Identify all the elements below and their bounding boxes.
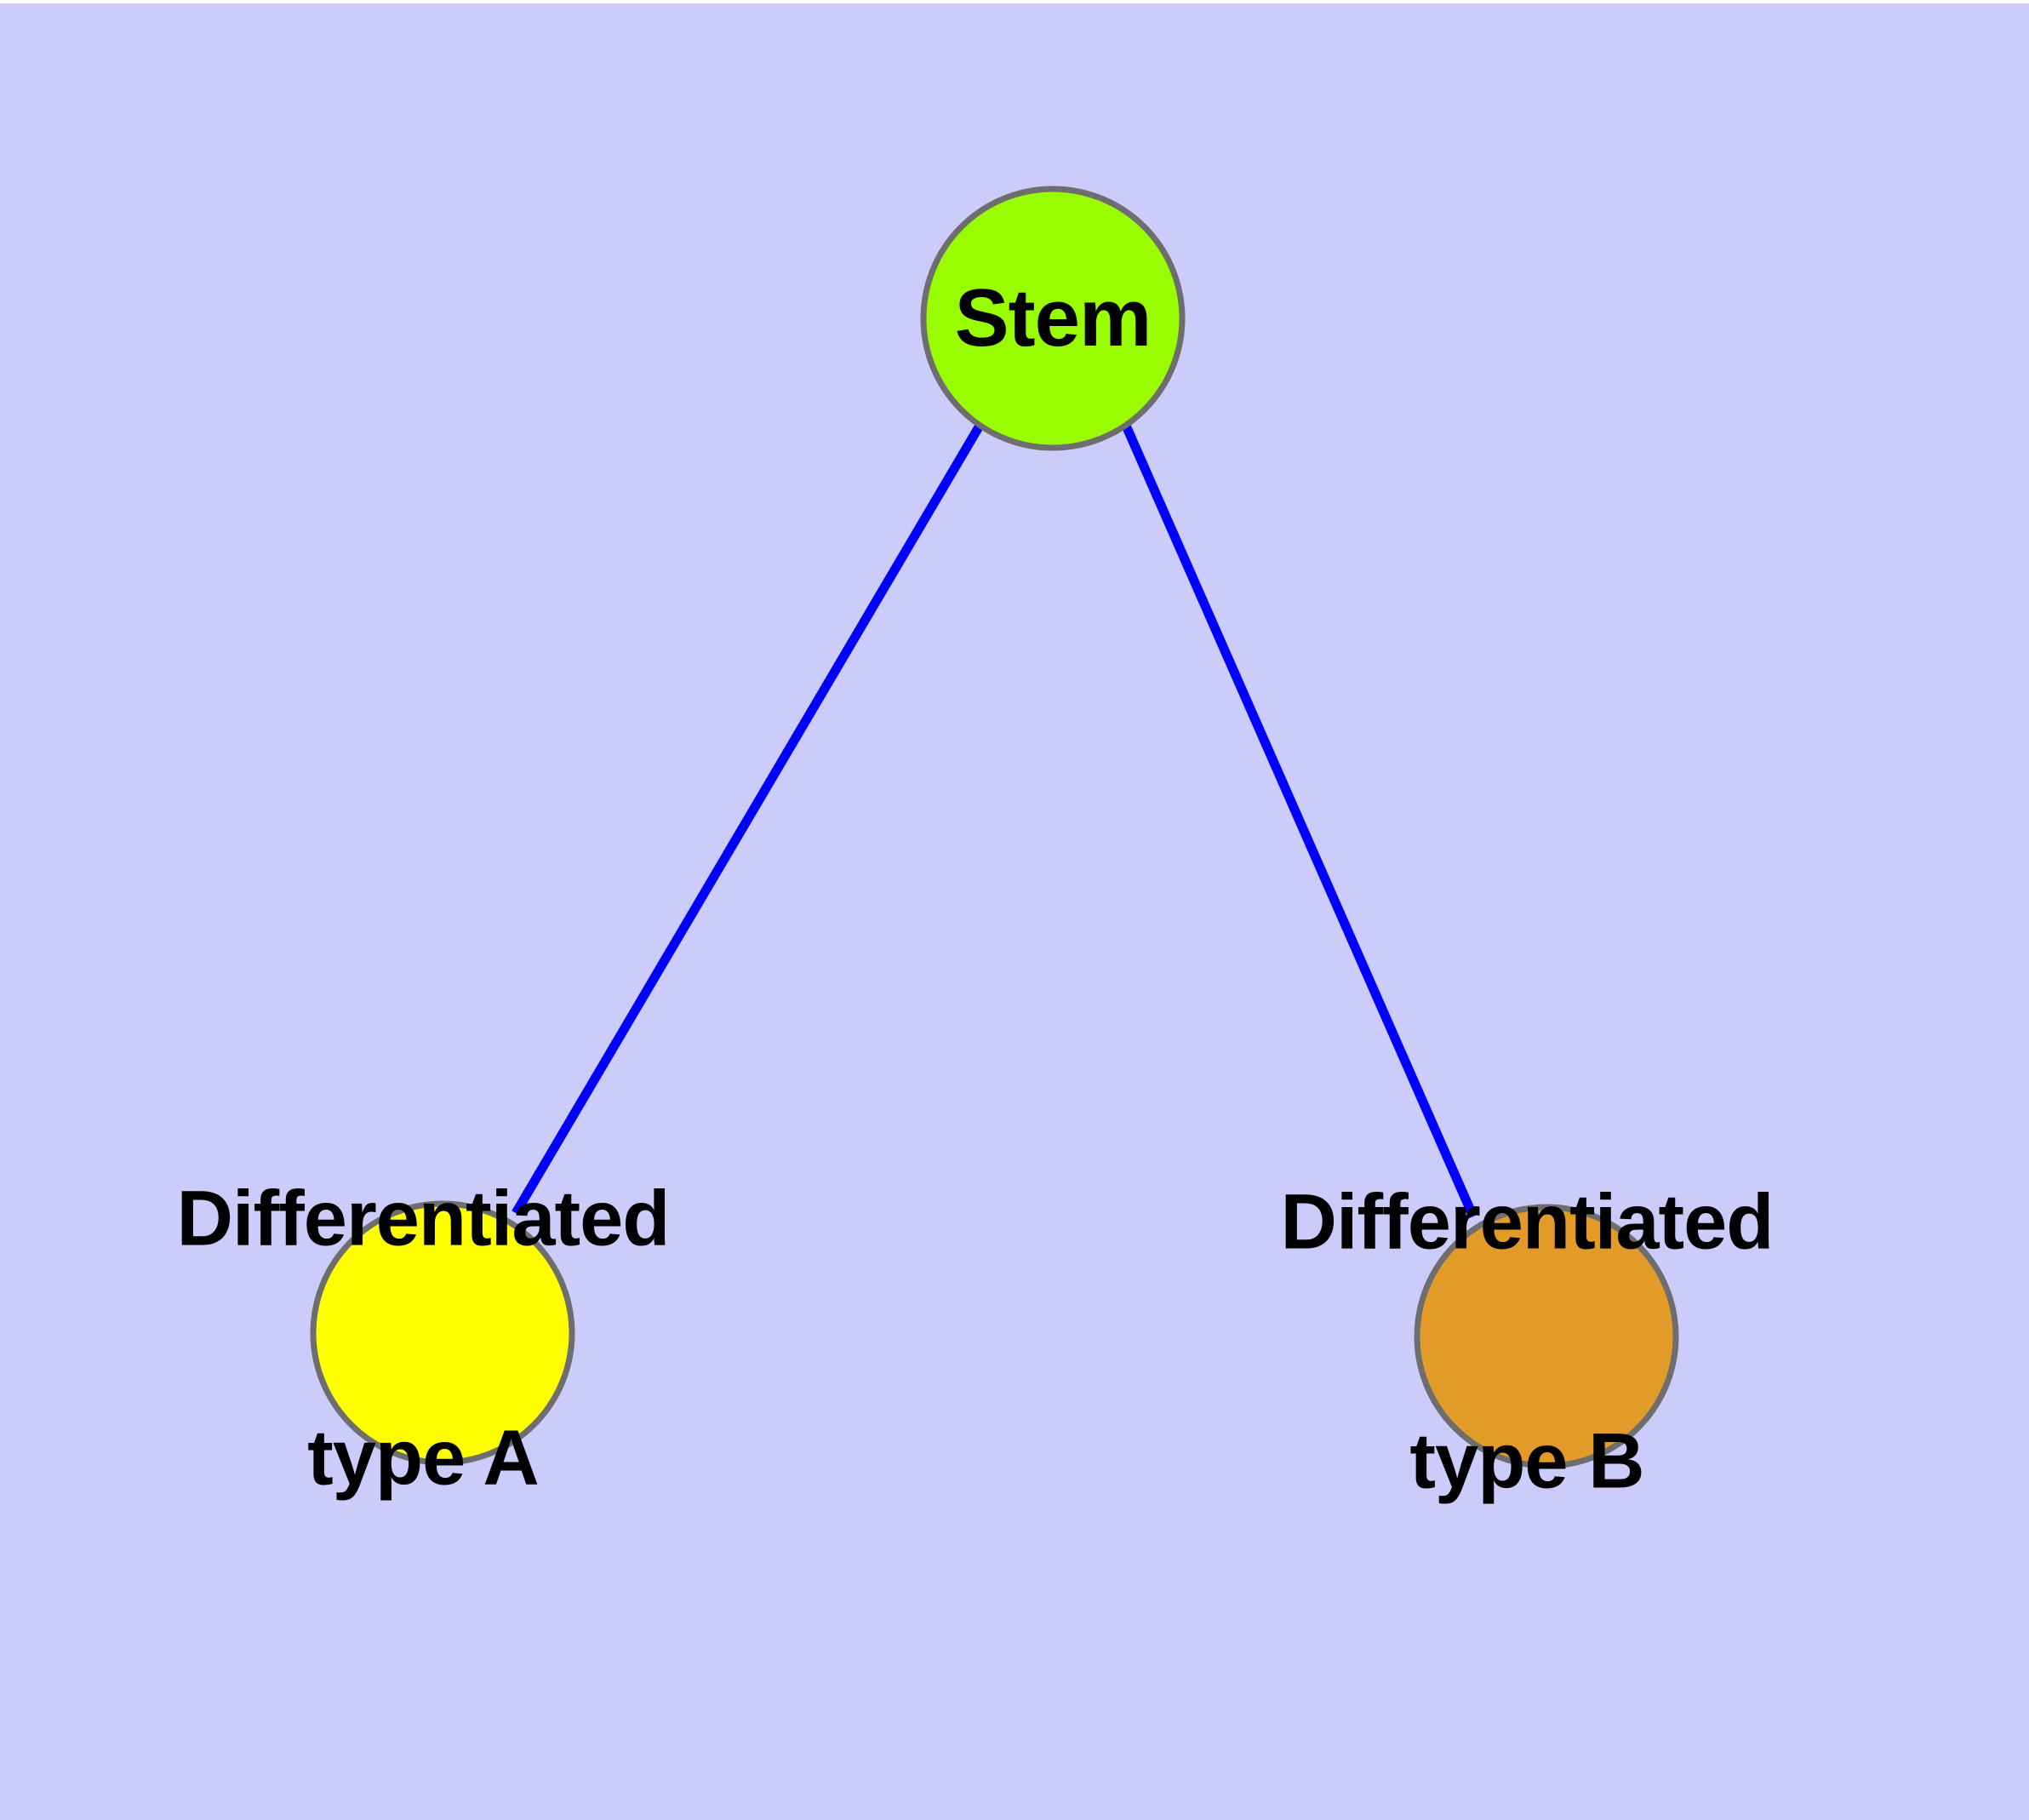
node-differentiated-type-b[interactable] (1414, 1204, 1679, 1469)
edge-stem-to-differentiated-type-b (1121, 423, 1478, 1219)
node-differentiated-type-a[interactable] (310, 1200, 575, 1466)
edge-stem-to-differentiated-type-a (512, 423, 984, 1216)
node-stem[interactable] (920, 186, 1186, 451)
node-layer (310, 186, 1679, 1469)
edge-layer (512, 423, 1478, 1219)
